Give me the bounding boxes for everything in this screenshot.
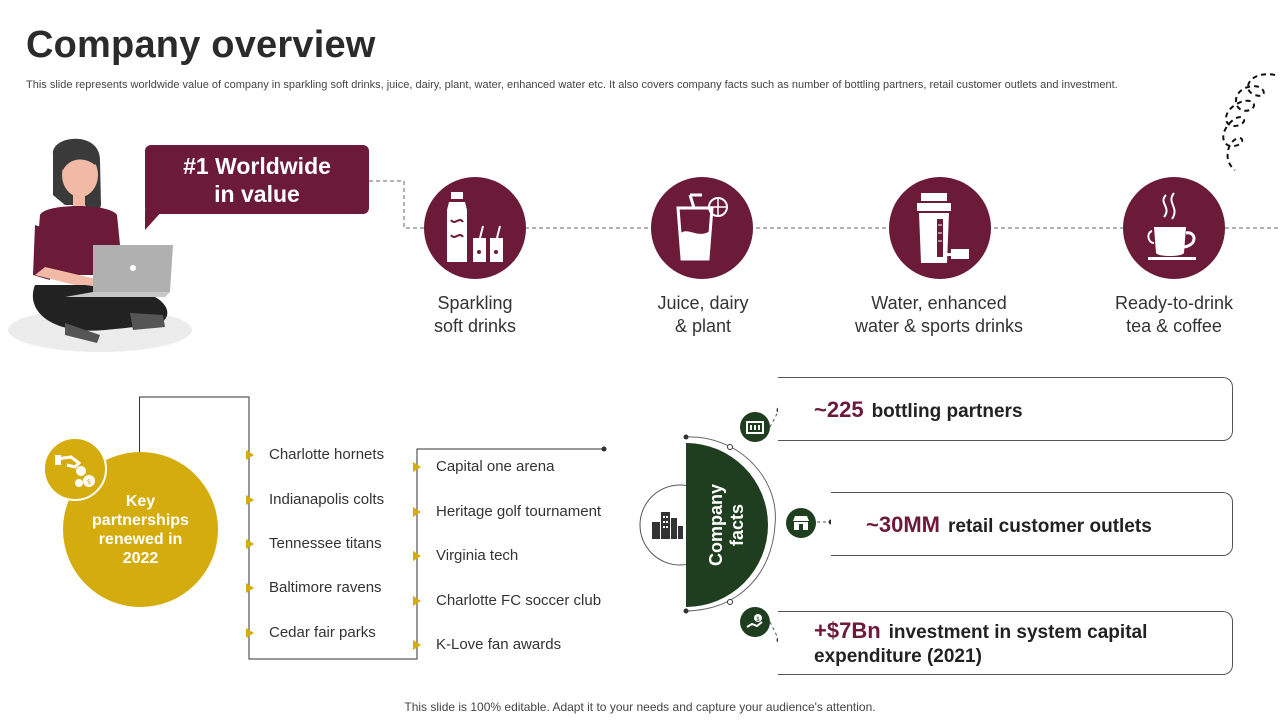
worldwide-value-callout: #1 Worldwide in value — [145, 145, 369, 214]
partner-item: Charlotte FC soccer club — [413, 592, 601, 609]
category-label-juice: Juice, dairy& plant — [657, 293, 749, 336]
partner-item: Virginia tech — [413, 547, 518, 564]
fact-number: ~30MM — [866, 512, 940, 537]
partner-item: Charlotte hornets — [246, 446, 384, 463]
fact-number: +$7Bn — [814, 618, 881, 643]
category-circle-sparkling — [424, 177, 526, 279]
fact-box-investment — [778, 611, 1233, 675]
decorative-doodle-icon — [1222, 73, 1276, 171]
partner-item: K-Love fan awards — [413, 636, 561, 653]
page-title: Company overview — [26, 24, 376, 66]
arrow-bullet-icon — [246, 627, 254, 638]
fact-box-outlets — [831, 492, 1233, 556]
arrow-bullet-icon — [413, 595, 421, 606]
page-subtitle: This slide represents worldwide value of… — [26, 79, 1118, 91]
city-buildings-icon — [652, 512, 683, 539]
fact-box-bottling — [778, 377, 1233, 441]
arrow-bullet-icon — [246, 538, 254, 549]
arrow-bullet-icon — [413, 461, 421, 472]
arrow-bullet-icon — [246, 494, 254, 505]
bottling-icon — [740, 412, 770, 442]
partner-item: Indianapolis colts — [246, 491, 384, 508]
partner-item: Baltimore ravens — [246, 579, 382, 596]
arrow-bullet-icon — [413, 550, 421, 561]
partner-item: Heritage golf tournament — [413, 503, 601, 520]
arrow-bullet-icon — [246, 449, 254, 460]
hand-coins-icon: $ — [55, 455, 95, 487]
partnership-bracket-lines — [139, 396, 607, 660]
category-circle-juice — [651, 177, 753, 279]
investment-icon: $ — [740, 607, 770, 637]
shaker-icon — [917, 193, 969, 263]
store-icon — [786, 508, 816, 538]
callout-tail — [145, 210, 163, 230]
person-laptop-illustration — [8, 138, 192, 352]
partner-item: Tennessee titans — [246, 535, 382, 552]
svg-text:$: $ — [756, 616, 760, 623]
callout-line1: #1 Worldwide — [183, 152, 331, 179]
coin-hand-circle: $ — [43, 437, 107, 501]
partner-item: Cedar fair parks — [246, 624, 376, 641]
coffee-cup-icon — [1147, 192, 1196, 260]
category-circle-water — [889, 177, 991, 279]
svg-text:$: $ — [87, 478, 91, 486]
footer-note: This slide is 100% editable. Adapt it to… — [404, 700, 876, 714]
arrow-bullet-icon — [413, 506, 421, 517]
fact-number: ~225 — [814, 397, 864, 422]
category-circle-tea — [1123, 177, 1225, 279]
callout-line2: in value — [214, 180, 300, 207]
arrow-bullet-icon — [246, 582, 254, 593]
category-connector-line — [369, 180, 1280, 229]
bottle-glasses-icon — [447, 192, 503, 262]
arrow-bullet-icon — [413, 639, 421, 650]
partner-item: Capital one arena — [413, 458, 554, 475]
juice-glass-icon — [676, 193, 728, 261]
